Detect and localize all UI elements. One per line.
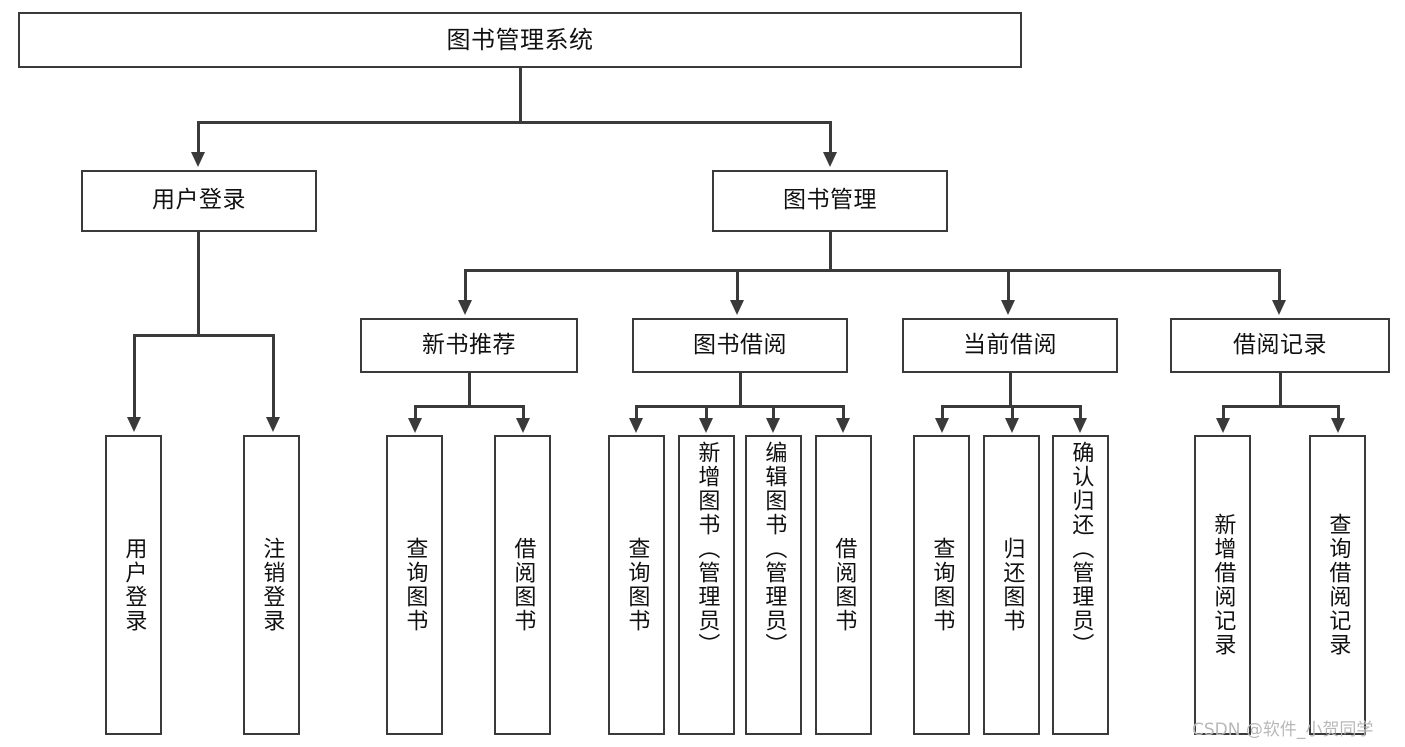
connector-nbr-leaf-2: [522, 405, 525, 419]
leaf-bb-add-book-admin[interactable]: 新增图书（管理员）: [678, 435, 735, 735]
arrowhead-nbr-leaf-2: [516, 418, 530, 433]
arrowhead-bb-leaf-4: [836, 418, 850, 433]
connector-user-login-bus: [133, 334, 274, 337]
leaf-bb-query-book[interactable]: 查询图书: [608, 435, 665, 735]
arrowhead-nbr-leaf-1: [408, 418, 422, 433]
node-book-borrow[interactable]: 图书借阅: [632, 318, 848, 373]
leaf-user-login[interactable]: 用户登录: [105, 435, 162, 735]
leaf-nbr-borrow-book[interactable]: 借阅图书: [494, 435, 551, 735]
connector-to-new-book-recommend: [464, 269, 467, 301]
leaf-nbr-query-book[interactable]: 查询图书: [386, 435, 443, 735]
connector-new-book-recommend-bus: [414, 405, 524, 408]
node-new-book-recommend[interactable]: 新书推荐: [360, 318, 578, 373]
arrowhead-br-leaf-1: [1216, 418, 1230, 433]
connector-new-book-recommend-stem: [468, 373, 471, 407]
node-label: 图书管理: [783, 187, 877, 214]
leaf-cb-return-book[interactable]: 归还图书: [983, 435, 1040, 735]
leaf-logout-login[interactable]: 注销登录: [243, 435, 300, 735]
leaf-label: 查询借阅记录: [1325, 513, 1351, 657]
arrowhead-current-borrow: [1001, 300, 1015, 315]
leaf-cb-query-book[interactable]: 查询图书: [913, 435, 970, 735]
node-user-login[interactable]: 用户登录: [81, 170, 317, 232]
node-book-management[interactable]: 图书管理: [712, 170, 948, 232]
connector-bb-leaf-4: [842, 405, 845, 419]
connector-nbr-leaf-1: [414, 405, 417, 419]
arrowhead-cb-leaf-3: [1073, 418, 1087, 433]
leaf-label: 借阅图书: [510, 537, 536, 633]
csdn-watermark: CSDN @软件_小贺同学: [1192, 720, 1374, 740]
leaf-label: 注销登录: [259, 537, 285, 633]
arrowhead-to-book-management: [823, 152, 837, 167]
arrowhead-borrow-record: [1272, 300, 1286, 315]
arrowhead-new-book-recommend: [458, 300, 472, 315]
node-label: 新书推荐: [422, 331, 516, 358]
leaf-label: 归还图书: [999, 537, 1025, 633]
node-borrow-record[interactable]: 借阅记录: [1170, 318, 1390, 373]
arrowhead-to-user-login: [191, 152, 205, 167]
connector-root-bus: [197, 121, 831, 124]
connector-br-leaf-1: [1222, 405, 1225, 419]
leaf-label: 查询图书: [929, 537, 955, 633]
connector-user-login-stem: [197, 232, 200, 335]
arrowhead-bb-leaf-2: [699, 418, 713, 433]
connector-cb-leaf-3: [1079, 405, 1082, 419]
arrowhead-br-leaf-2: [1331, 418, 1345, 433]
leaf-bb-edit-book-admin[interactable]: 编辑图书（管理员）: [745, 435, 802, 735]
arrowhead-user-login-leaf-1: [127, 417, 141, 432]
arrowhead-bb-leaf-3: [766, 418, 780, 433]
node-label: 图书管理系统: [446, 25, 594, 54]
connector-user-login-to-leaf-2: [272, 334, 275, 418]
connector-bb-leaf-1: [635, 405, 638, 419]
connector-current-borrow-stem: [1009, 373, 1012, 407]
leaf-label: 查询图书: [402, 537, 428, 633]
connector-bb-leaf-3: [772, 405, 775, 419]
node-label: 用户登录: [152, 187, 246, 214]
node-root-book-management-system[interactable]: 图书管理系统: [18, 12, 1022, 68]
leaf-label: 用户登录: [121, 537, 147, 633]
leaf-bb-borrow-book[interactable]: 借阅图书: [815, 435, 872, 735]
leaf-br-add-record[interactable]: 新增借阅记录: [1194, 435, 1251, 735]
connector-root-to-user-login: [197, 121, 200, 153]
node-label: 当前借阅: [963, 331, 1057, 358]
connector-book-borrow-stem: [739, 373, 742, 407]
arrowhead-cb-leaf-2: [1005, 418, 1019, 433]
leaf-label: 编辑图书（管理员）: [761, 441, 787, 657]
connector-book-management-bus: [464, 269, 1281, 272]
connector-cb-leaf-1: [941, 405, 944, 419]
connector-to-current-borrow: [1007, 269, 1010, 301]
leaf-cb-confirm-return-admin[interactable]: 确认归还（管理员）: [1052, 435, 1109, 735]
leaf-label: 借阅图书: [831, 537, 857, 633]
connector-book-management-stem: [829, 232, 832, 271]
connector-user-login-to-leaf-1: [133, 334, 136, 418]
connector-to-book-borrow: [736, 269, 739, 301]
connector-root-to-book-management: [829, 121, 832, 153]
leaf-br-query-record[interactable]: 查询借阅记录: [1309, 435, 1366, 735]
connector-book-borrow-bus: [635, 405, 844, 408]
arrowhead-user-login-leaf-2: [266, 417, 280, 432]
leaf-label: 新增图书（管理员）: [694, 441, 720, 657]
arrowhead-book-borrow: [730, 300, 744, 315]
node-current-borrow[interactable]: 当前借阅: [902, 318, 1118, 373]
connector-bb-leaf-2: [705, 405, 708, 419]
connector-borrow-record-bus: [1222, 405, 1339, 408]
connector-borrow-record-stem: [1279, 373, 1282, 407]
leaf-label: 确认归还（管理员）: [1068, 441, 1094, 657]
leaf-label: 查询图书: [624, 537, 650, 633]
connector-to-borrow-record: [1278, 269, 1281, 301]
leaf-label: 新增借阅记录: [1210, 513, 1236, 657]
connector-br-leaf-2: [1337, 405, 1340, 419]
arrowhead-cb-leaf-1: [935, 418, 949, 433]
connector-cb-leaf-2: [1011, 405, 1014, 419]
node-label: 借阅记录: [1233, 331, 1327, 358]
arrowhead-bb-leaf-1: [629, 418, 643, 433]
node-label: 图书借阅: [693, 331, 787, 358]
connector-root-stem: [519, 68, 522, 122]
